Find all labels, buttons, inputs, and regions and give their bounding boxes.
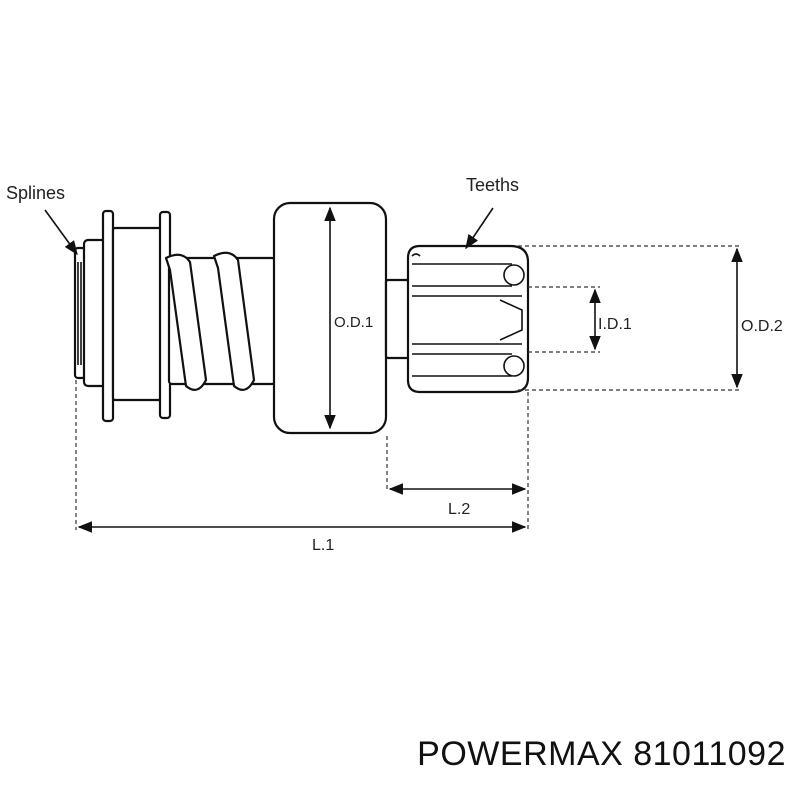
teeths-leader-arrow — [465, 207, 494, 250]
extension-lines — [75, 245, 742, 530]
brand-part-number: POWERMAX 81011092 — [417, 735, 786, 773]
flange — [101, 209, 172, 423]
splines-label: Splines — [6, 183, 65, 203]
pinion-gear — [406, 244, 530, 394]
id1-label: I.D.1 — [598, 316, 632, 333]
shaft — [384, 278, 412, 360]
l1-label: L.1 — [312, 537, 334, 554]
od1-label: O.D.1 — [334, 314, 373, 331]
teeths-label: Teeths — [466, 175, 519, 195]
spring-coils — [164, 251, 256, 391]
splines-leader-arrow — [44, 209, 78, 256]
od2-label: O.D.2 — [741, 318, 783, 335]
l2-label: L.2 — [448, 501, 470, 518]
spline-hub — [73, 238, 108, 388]
